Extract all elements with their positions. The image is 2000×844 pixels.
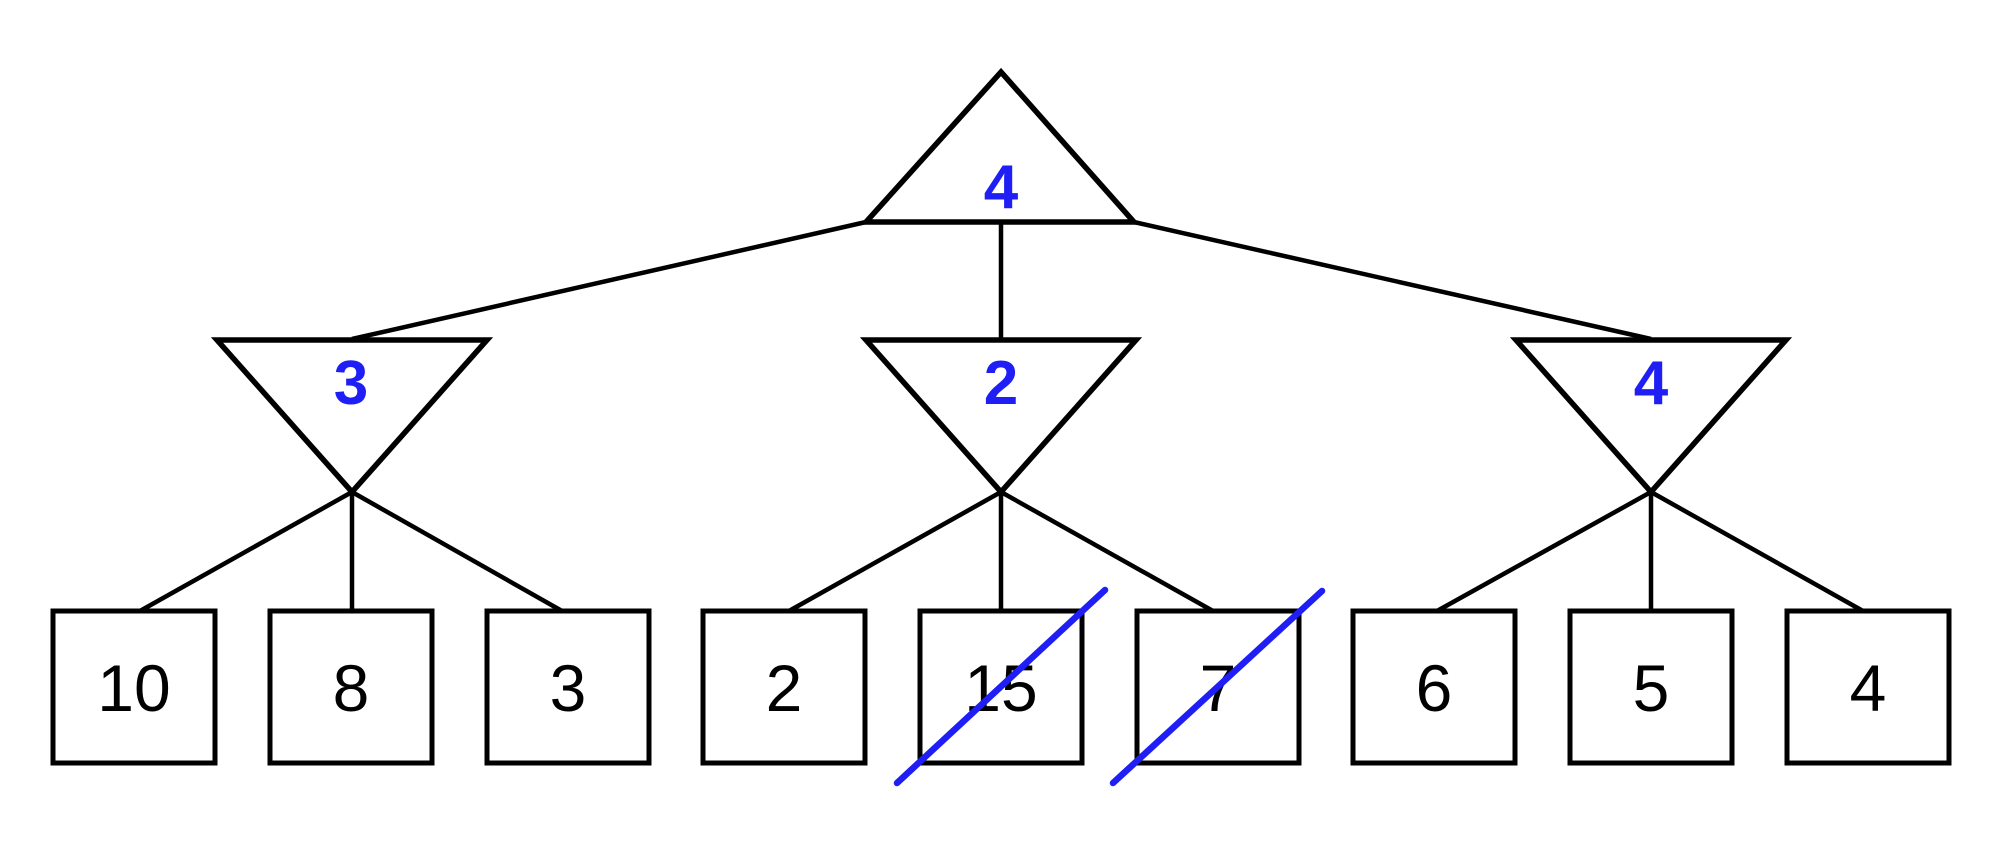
max-node-root-triangle [859, 67, 1141, 225]
edge-min-right-to-leaf-4 [1649, 490, 1865, 613]
root-edges [351, 219, 1652, 342]
edge-min-left-to-leaf-10 [138, 490, 354, 613]
root-node-value: 4 [984, 153, 1019, 222]
leaf-value-8: 8 [333, 651, 370, 725]
leaf-box-8 [267, 608, 435, 766]
leaf-boxes [50, 608, 1952, 766]
min-node-left-value: 3 [334, 349, 368, 418]
leaf-box-4 [1784, 608, 1952, 766]
leaf-box-10 [50, 608, 218, 766]
leaf-box-3 [484, 608, 652, 766]
leaf-value-4: 4 [1850, 651, 1887, 725]
edge-root-to-min-left [351, 219, 867, 342]
min-node-middle-value: 2 [984, 349, 1018, 418]
edge-min-left-to-leaf-3 [350, 490, 564, 613]
leaf-box-2 [700, 608, 868, 766]
leaf-box-5 [1567, 608, 1735, 766]
leaf-edges [138, 490, 1865, 613]
min-node-right-triangle [1509, 337, 1793, 497]
min-node-middle-triangle [859, 337, 1143, 497]
edge-min-middle-to-leaf-7 [999, 490, 1215, 613]
leaf-value-6: 6 [1416, 651, 1453, 725]
leaf-value-5: 5 [1633, 651, 1670, 725]
prune-slash-leaf-7 [1109, 587, 1326, 787]
edge-root-to-min-right [1133, 219, 1652, 342]
min-node-left-triangle [210, 337, 494, 497]
leaf-values: 10 8 3 2 15 7 6 5 4 [97, 651, 1886, 725]
edge-min-middle-to-leaf-2 [787, 490, 1003, 613]
leaf-value-3: 3 [550, 651, 587, 725]
edge-min-right-to-leaf-6 [1435, 490, 1653, 613]
leaf-value-10: 10 [97, 651, 170, 725]
min-node-right-value: 4 [1634, 349, 1669, 418]
leaf-value-2: 2 [766, 651, 803, 725]
leaf-box-6 [1350, 608, 1518, 766]
prune-slash-leaf-15 [893, 586, 1109, 787]
